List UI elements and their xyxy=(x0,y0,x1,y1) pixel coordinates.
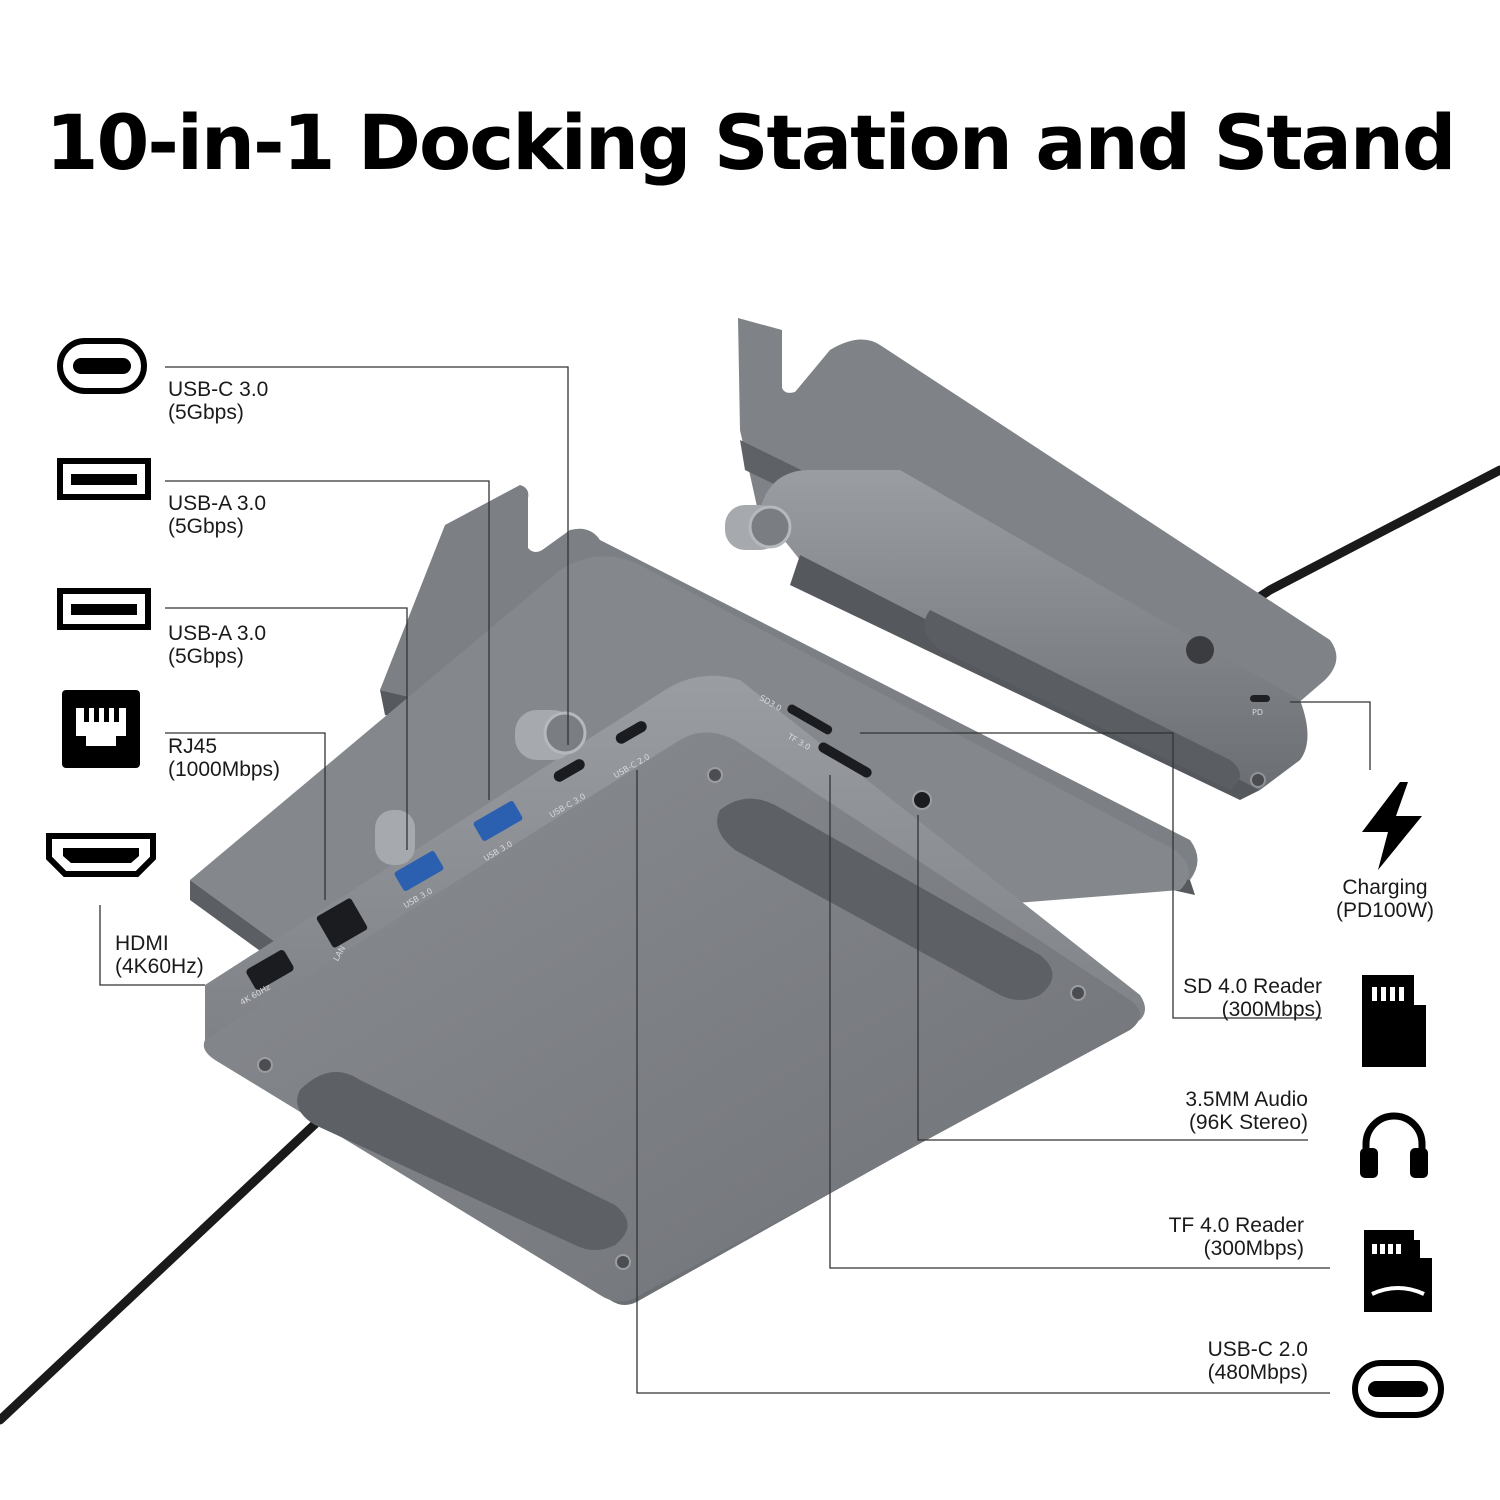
port-label-pd: PD xyxy=(1252,708,1263,717)
usb-a-icon xyxy=(57,588,151,630)
front-unit: 4K 60Hz LAN USB 3.0 USB 3.0 USB-C 3.0 US… xyxy=(190,485,1198,1305)
headphones-icon xyxy=(1360,1112,1428,1178)
usb-c-icon xyxy=(1352,1360,1444,1418)
tf-card-icon xyxy=(1364,1230,1432,1312)
port-label-audio: 3.5MM Audio(96K Stereo) xyxy=(1185,1088,1308,1134)
port-label-usb-c-2-spec: USB-C 2.0(480Mbps) xyxy=(1207,1338,1308,1384)
port-label-charging: Charging(PD100W) xyxy=(1335,876,1435,922)
back-unit: PD xyxy=(725,318,1337,800)
lightning-icon xyxy=(1362,782,1422,870)
ethernet-icon xyxy=(62,690,140,768)
leader-lines xyxy=(99,366,1371,1394)
port-label-sd-reader: SD 4.0 Reader(300Mbps) xyxy=(1183,975,1322,1021)
usb-a-icon xyxy=(57,458,151,500)
sd-card-icon xyxy=(1362,975,1426,1067)
page-title: 10-in-1 Docking Station and Stand xyxy=(45,98,1457,187)
port-label-rj45: RJ45(1000Mbps) xyxy=(168,735,281,781)
usb-c-icon xyxy=(57,338,147,394)
hdmi-icon xyxy=(46,833,156,877)
cable-left xyxy=(0,1105,335,1425)
port-label-tf-reader: TF 4.0 Reader(300Mbps) xyxy=(1168,1214,1304,1260)
port-label-usb-c-3: USB-C 3.0(5Gbps) xyxy=(168,378,269,424)
port-label-usb-a-3-first: USB-A 3.0(5Gbps) xyxy=(168,492,267,538)
port-label-hdmi-spec: HDMI(4K60Hz) xyxy=(115,932,204,978)
port-label-usb-a-3-second: USB-A 3.0(5Gbps) xyxy=(168,622,267,668)
